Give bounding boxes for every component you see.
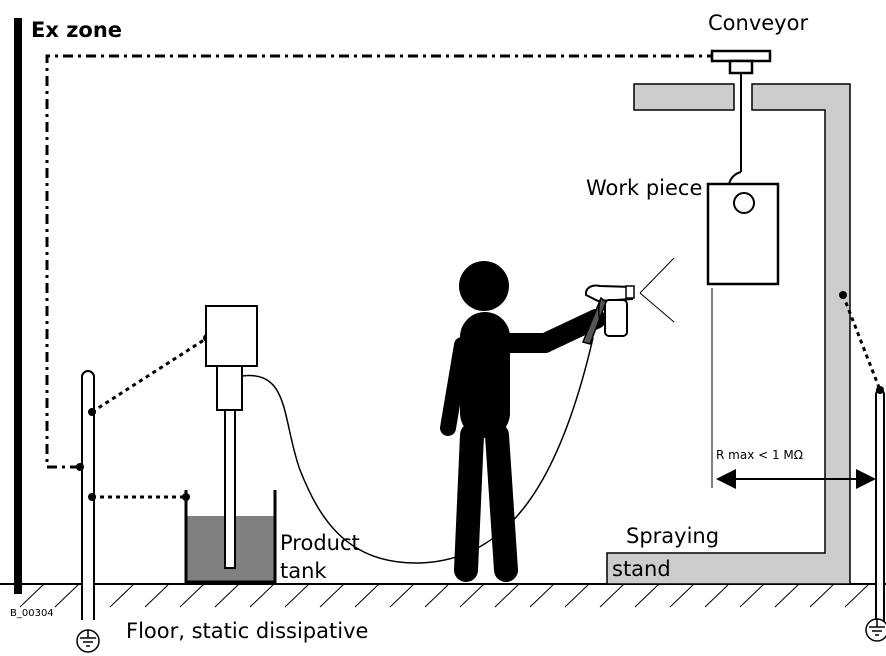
spraying-stand-label-line1: Spraying [626,524,719,548]
left-ground-rod [76,370,96,620]
conveyor [710,49,772,172]
floor [0,583,886,608]
conveyor-ground-line [45,54,712,469]
right-ground-rod [839,291,885,626]
work-piece [706,171,780,286]
conveyor-label: Conveyor [708,11,808,35]
floor-label: Floor, static dissipative [126,619,368,643]
person [440,261,606,582]
spraying-stand [606,83,851,585]
ground-symbol-icon [865,618,886,642]
figure-id: B_00304 [10,608,54,619]
spraying-stand-label-line2: stand [612,557,671,581]
spray-gun [581,257,675,345]
resistance-label: R max < 1 MΩ [716,448,803,462]
ex-zone-label: Ex zone [31,18,122,42]
pump-ground-line [91,334,211,414]
product-tank-label-line1: Product [280,531,360,555]
hose [241,337,594,564]
work-piece-label: Work piece [586,176,702,200]
pump [205,305,258,569]
product-tank-label-line2: tank [280,559,327,583]
resistance-measurement [711,288,876,489]
tank-ground-line [92,493,190,501]
ground-symbol-icon [76,629,100,653]
ex-zone-wall [14,18,22,594]
